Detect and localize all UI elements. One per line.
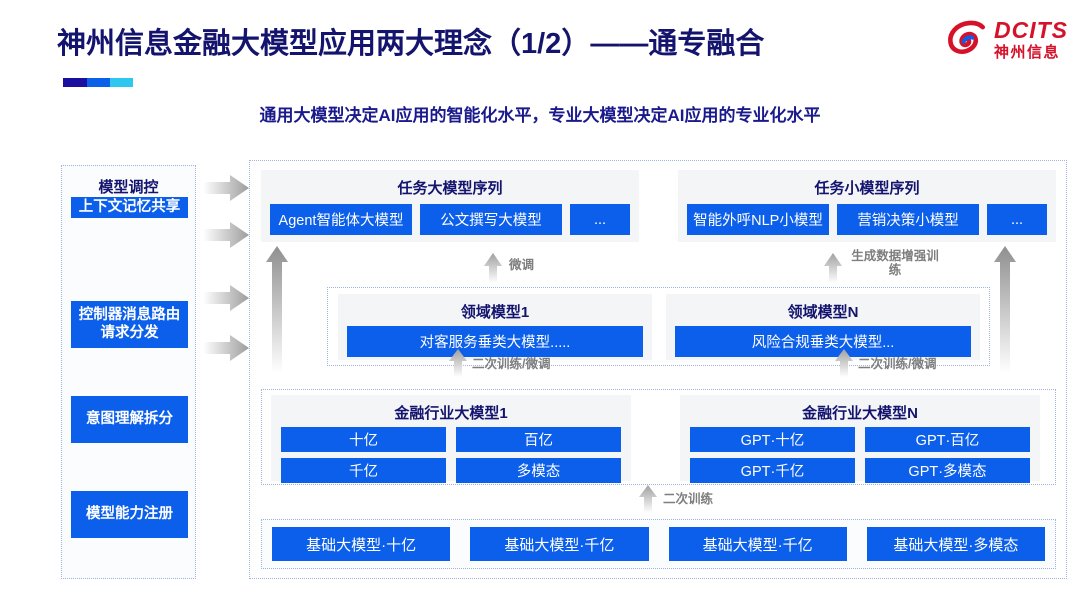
panel-task-small-model-sequence: 任务小模型序列 智能外呼NLP小模型 营销决策小模型 ... [678,170,1056,242]
chip-base-model-multimodal[interactable]: 基础大模型·多模态 [866,527,1045,561]
up-arrow-icon-data-aug [823,253,843,283]
up-arrow-icon-retrain [638,485,658,513]
domain-model-group: 领域模型1 对客服务垂类大模型..... 领域模型N 风险合规垂类大模型... [327,287,990,366]
panel-title-task-small: 任务小模型序列 [814,180,920,197]
arrow-label-fine-tune: 微调 [509,258,535,272]
chip-risk-compliance-vertical-model[interactable]: 风险合规垂类大模型... [675,326,971,357]
panel-title-domain-1: 领域模型1 [460,304,530,321]
accent-segment-1 [63,78,87,87]
sidebar-item-controller-routing[interactable]: 控制器消息路由请求分发 [71,301,188,348]
industry-model-group: 金融行业大模型1 十亿 百亿 千亿 多模态 金融行业大模型N GPT·十亿 GP… [261,389,1056,485]
chip-more-task-small[interactable]: ... [987,204,1047,235]
up-arrow-icon-retrain-ft-right [834,349,854,377]
up-arrow-icon-fine-tune [483,253,503,283]
up-arrow-icon-retrain-ft-left [448,349,468,377]
chip-grid-industry-1: 十亿 百亿 千亿 多模态 [271,423,631,490]
chip-industry1-10b[interactable]: 百亿 [456,427,621,452]
accent-segment-2 [86,78,110,87]
panel-finance-industry-model-n: 金融行业大模型N GPT·十亿 GPT·百亿 GPT·千亿 GPT·多模态 [680,395,1040,483]
panel-title-industry-n: 金融行业大模型N [802,405,918,422]
sidebar-item-capability-register[interactable]: 模型能力注册 [71,491,188,538]
chip-grid-industry-n: GPT·十亿 GPT·百亿 GPT·千亿 GPT·多模态 [680,423,1040,490]
page-title: 神州信息金融大模型应用两大理念（1/2）——通专融合 [57,28,765,60]
chip-industry1-1b[interactable]: 十亿 [281,427,446,452]
accent-bar [63,78,133,87]
panel-title-industry-1: 金融行业大模型1 [394,405,508,422]
chip-industryn-gpt-100b[interactable]: GPT·千亿 [690,458,855,483]
right-arrow-icon-2 [203,222,249,248]
right-arrow-icon-4 [203,335,249,361]
swirl-logo-icon [946,18,988,60]
chip-base-model-100b-2[interactable]: 基础大模型·千亿 [668,527,847,561]
chip-base-model-100b[interactable]: 基础大模型·千亿 [470,527,649,561]
sidebar-item-context-memory[interactable]: 上下文记忆共享 [71,197,188,219]
company-logo: DCITS 神州信息 [946,18,1068,60]
chip-agent-large-model[interactable]: Agent智能体大模型 [270,204,412,235]
chip-row-task-small: 智能外呼NLP小模型 营销决策小模型 ... [678,198,1056,244]
chip-industry1-100b[interactable]: 千亿 [281,458,446,483]
arrow-label-retrain-ft-right: 二次训练/微调 [858,357,937,371]
right-arrow-icon-1 [203,175,249,201]
chip-industryn-gpt-1b[interactable]: GPT·十亿 [690,427,855,452]
chip-customer-service-vertical-model[interactable]: 对客服务垂类大模型..... [347,326,643,357]
logo-cn-text: 神州信息 [994,43,1061,61]
arrow-label-data-aug: 生成数据增强训练 [851,249,939,278]
chip-marketing-decision-small-model[interactable]: 营销决策小模型 [837,204,979,235]
chip-industryn-gpt-10b[interactable]: GPT·百亿 [865,427,1030,452]
base-model-group: 基础大模型·十亿 基础大模型·千亿 基础大模型·千亿 基础大模型·多模态 [261,519,1056,569]
right-arrow-icon-3 [203,285,249,311]
sidebar-title: 模型调控 [98,179,159,196]
panel-domain-model-n: 领域模型N 风险合规垂类大模型... [666,294,980,360]
chip-doc-writing-large-model[interactable]: 公文撰写大模型 [420,204,562,235]
chip-more-task-large[interactable]: ... [570,204,630,235]
panel-finance-industry-model-1: 金融行业大模型1 十亿 百亿 千亿 多模态 [271,395,631,483]
chip-row-domain-1: 对客服务垂类大模型..... [338,322,652,365]
panel-title-task-large: 任务大模型序列 [397,180,503,197]
chip-row-domain-n: 风险合规垂类大模型... [666,322,980,365]
architecture-container: 任务大模型序列 Agent智能体大模型 公文撰写大模型 ... 任务小模型序列 … [249,160,1067,579]
accent-segment-3 [109,78,133,87]
arrow-label-retrain: 二次训练 [663,492,714,506]
page-subtitle: 通用大模型决定AI应用的智能化水平，专业大模型决定AI应用的专业化水平 [259,106,821,125]
chip-industry1-multimodal[interactable]: 多模态 [456,458,621,483]
panel-domain-model-1: 领域模型1 对客服务垂类大模型..... [338,294,652,360]
sidebar-item-intent-parsing[interactable]: 意图理解拆分 [71,396,188,443]
panel-title-domain-n: 领域模型N [787,304,859,321]
chip-base-model-1b[interactable]: 基础大模型·十亿 [272,527,451,561]
arrow-label-retrain-ft-left: 二次训练/微调 [472,357,551,371]
chip-industryn-gpt-multimodal[interactable]: GPT·多模态 [865,458,1030,483]
logo-en-text: DCITS [994,16,1068,43]
chip-outbound-nlp-small-model[interactable]: 智能外呼NLP小模型 [687,204,829,235]
up-arrow-icon-left-tall [265,246,289,373]
logo-wordmark: DCITS 神州信息 [994,16,1068,61]
up-arrow-icon-right-tall [993,246,1017,373]
chip-row-task-large: Agent智能体大模型 公文撰写大模型 ... [261,198,639,244]
sidebar-model-control: 模型调控 控制器消息路由请求分发 意图理解拆分 模型能力注册 上下文记忆共享 [61,165,196,579]
panel-task-large-model-sequence: 任务大模型序列 Agent智能体大模型 公文撰写大模型 ... [261,170,639,242]
